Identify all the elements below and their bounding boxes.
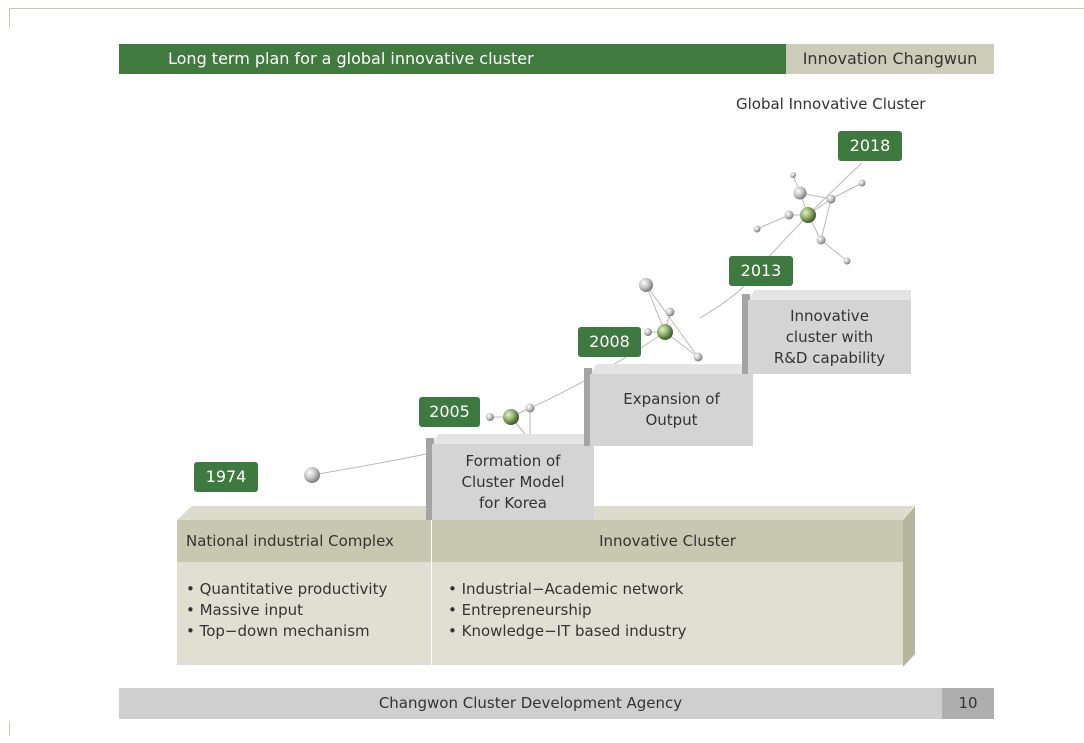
slide-tag: Innovation Changwun [786,44,994,74]
list-item: • Massive input [186,601,304,619]
footer-agency: Changwon Cluster Development Agency [119,688,942,719]
node-1974 [304,467,320,483]
year-badge-2018: 2018 [838,131,902,161]
innovative-cluster-heading: Innovative Cluster [599,532,736,550]
platform-side-face [903,506,915,667]
step-2008-block: Expansion of Output [590,374,753,446]
step-2005-line-1: Formation of [465,451,561,470]
list-item: • Industrial−Academic network [448,580,684,598]
list-item: • Entrepreneurship [448,601,592,619]
step-2005-line-2: Cluster Model [461,472,565,491]
national-complex-bullets: • Quantitative productivity • Massive in… [186,579,387,642]
list-item: • Quantitative productivity [186,580,388,598]
step-2013-side [742,294,750,374]
list-item: • Top−down mechanism [186,622,370,640]
step-2005-block: Formation of Cluster Model for Korea [432,444,594,520]
global-innovative-cluster-label: Global Innovative Cluster [736,95,926,113]
step-2013-block: Innovative cluster with R&D capability [748,300,911,374]
platform-header-row [177,520,903,562]
frame-line-top [9,8,1084,9]
platform-column-divider [431,520,432,665]
step-2005-top [432,434,594,444]
page-number: 10 [942,688,994,719]
year-badge-2013: 2013 [729,256,793,286]
step-2013-line-2: cluster with [785,327,874,346]
step-2008-line-2: Output [645,411,698,429]
step-2013-top [748,290,911,300]
innovative-cluster-bullets: • Industrial−Academic network • Entrepre… [448,579,686,642]
list-item: • Knowledge−IT based industry [448,622,687,640]
step-2013-line-1: Innovative [790,306,869,325]
national-complex-heading: National industrial Complex [186,532,394,550]
step-2008-line-1: Expansion of [623,390,720,408]
step-2005-side [426,438,434,520]
frame-line-left-top [9,8,10,28]
slide-title: Long term plan for a global innovative c… [119,44,786,74]
step-2005-line-3: for Korea [479,493,547,512]
year-badge-2008: 2008 [578,327,641,357]
frame-line-left-bottom [9,721,10,736]
platform-body-row [177,562,903,665]
step-2013-line-3: R&D capability [773,348,886,367]
year-badge-1974: 1974 [194,462,258,492]
step-2008-side [584,368,592,446]
year-badge-2005: 2005 [419,397,480,427]
step-2008-top [590,364,753,374]
